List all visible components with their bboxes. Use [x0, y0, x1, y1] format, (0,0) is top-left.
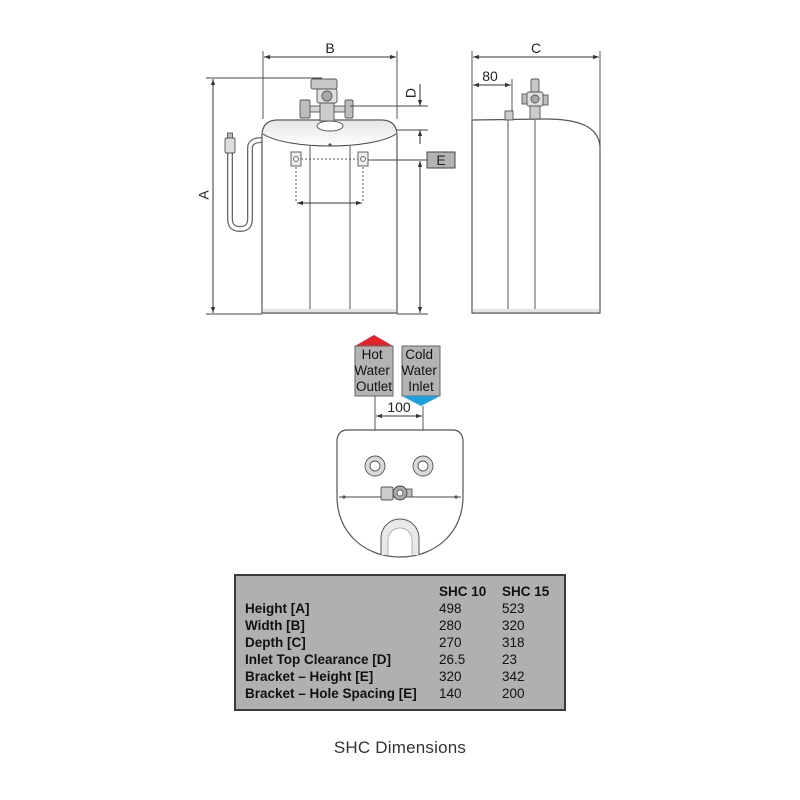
table-header-shc15: SHC 15 [502, 584, 550, 599]
cold-label-line-1: Cold [405, 347, 433, 362]
table-cell-shc15: 23 [502, 652, 518, 667]
side-valve-cap [530, 78, 540, 93]
valve-knob-icon [321, 90, 333, 102]
power-cord [224, 132, 265, 233]
table-row-label: Bracket – Height [E] [245, 669, 374, 684]
tank-foot-side [473, 309, 599, 313]
power-plug-icon [224, 137, 236, 154]
right-pipe [333, 105, 346, 113]
table-row-label: Inlet Top Clearance [D] [245, 652, 392, 667]
dim-a-label: A [196, 190, 212, 200]
side-mount-stub [504, 110, 514, 121]
table-cell-shc10: 320 [439, 669, 462, 684]
table-cell-shc10: 26.5 [439, 652, 466, 667]
front-view: A B D E [196, 40, 456, 315]
table-header-shc10: SHC 10 [439, 584, 487, 599]
left-fitting [299, 99, 311, 119]
hot-label-line-1: Hot [362, 347, 383, 362]
dim-e-box [426, 151, 456, 169]
table-cell-shc10: 280 [439, 618, 462, 633]
dimensions-table: SHC 10 SHC 15 Height [A] 498 523 Width [… [234, 574, 566, 711]
cold-label-line-2: Water [401, 363, 437, 378]
table-cell-shc10: 140 [439, 686, 462, 701]
tank-body-front [261, 119, 398, 314]
valve-assembly-side [521, 78, 549, 120]
cold-label-line-3: Inlet [408, 379, 434, 394]
hot-water-outlet-box [354, 345, 394, 397]
plug-prongs [227, 132, 233, 139]
profile-bracket-pin-left [342, 495, 346, 499]
cold-water-inlet-box [401, 345, 441, 397]
side-valve-nub-right [542, 94, 549, 106]
side-view: C 80 [471, 40, 601, 314]
dim-e-label: E [436, 152, 445, 168]
indicator-dot [328, 143, 332, 147]
mounting-bracket [290, 151, 369, 206]
figure-caption: SHC Dimensions [333, 738, 467, 757]
bracket-hole-left-pin [293, 156, 299, 162]
table-row-label: Depth [C] [245, 635, 306, 650]
table-cell-shc15: 320 [502, 618, 525, 633]
profile-bracket-pin-right [454, 495, 458, 499]
table-cell-shc10: 270 [439, 635, 462, 650]
dim-d-label: D [403, 88, 419, 98]
dim-c-label: C [531, 40, 541, 56]
tank-foot-front [263, 309, 396, 313]
valve-column [319, 102, 335, 122]
tank-body-side [471, 118, 601, 314]
hot-label-line-2: Water [354, 363, 390, 378]
connections-view: Hot Water Outlet Cold Water Inlet 100 [336, 335, 464, 558]
table-header-blank [245, 583, 439, 600]
valve-cap [310, 78, 338, 90]
bracket-hole-right-pin [360, 156, 366, 162]
hot-marker-triangle [355, 335, 393, 346]
cold-water-inlet-label: Cold Water Inlet [401, 347, 440, 394]
table-cell-shc15: 523 [502, 601, 525, 616]
left-pipe [309, 105, 321, 113]
table-row-label: Bracket – Hole Spacing [E] [245, 686, 417, 701]
right-fitting [344, 99, 354, 119]
side-valve-knob-icon [530, 94, 540, 104]
tank-outlet-ring [316, 120, 344, 132]
spacing-dimension-label: 100 [387, 399, 411, 415]
dim-b-label: B [325, 40, 334, 56]
side-valve-column [529, 105, 541, 120]
hot-port-inner [369, 460, 381, 472]
table-cell-shc10: 498 [439, 601, 462, 616]
table-cell-shc15: 200 [502, 686, 525, 701]
profile-valve-stem [380, 486, 394, 501]
table-row-label: Height [A] [245, 601, 310, 616]
hot-water-outlet-label: Hot Water Outlet [354, 347, 393, 394]
valve-assembly-front [299, 78, 354, 132]
profile-valve-center [396, 489, 404, 497]
drain-tube-inner [387, 527, 413, 555]
table-cell-shc15: 342 [502, 669, 525, 684]
tank-top-cap [263, 121, 396, 147]
hot-label-line-3: Outlet [356, 379, 392, 394]
table-row-label: Width [B] [245, 618, 305, 633]
dim-80-label: 80 [482, 68, 498, 84]
cold-marker-triangle [402, 396, 440, 406]
cold-port-inner [417, 460, 429, 472]
table-cell-shc15: 318 [502, 635, 525, 650]
